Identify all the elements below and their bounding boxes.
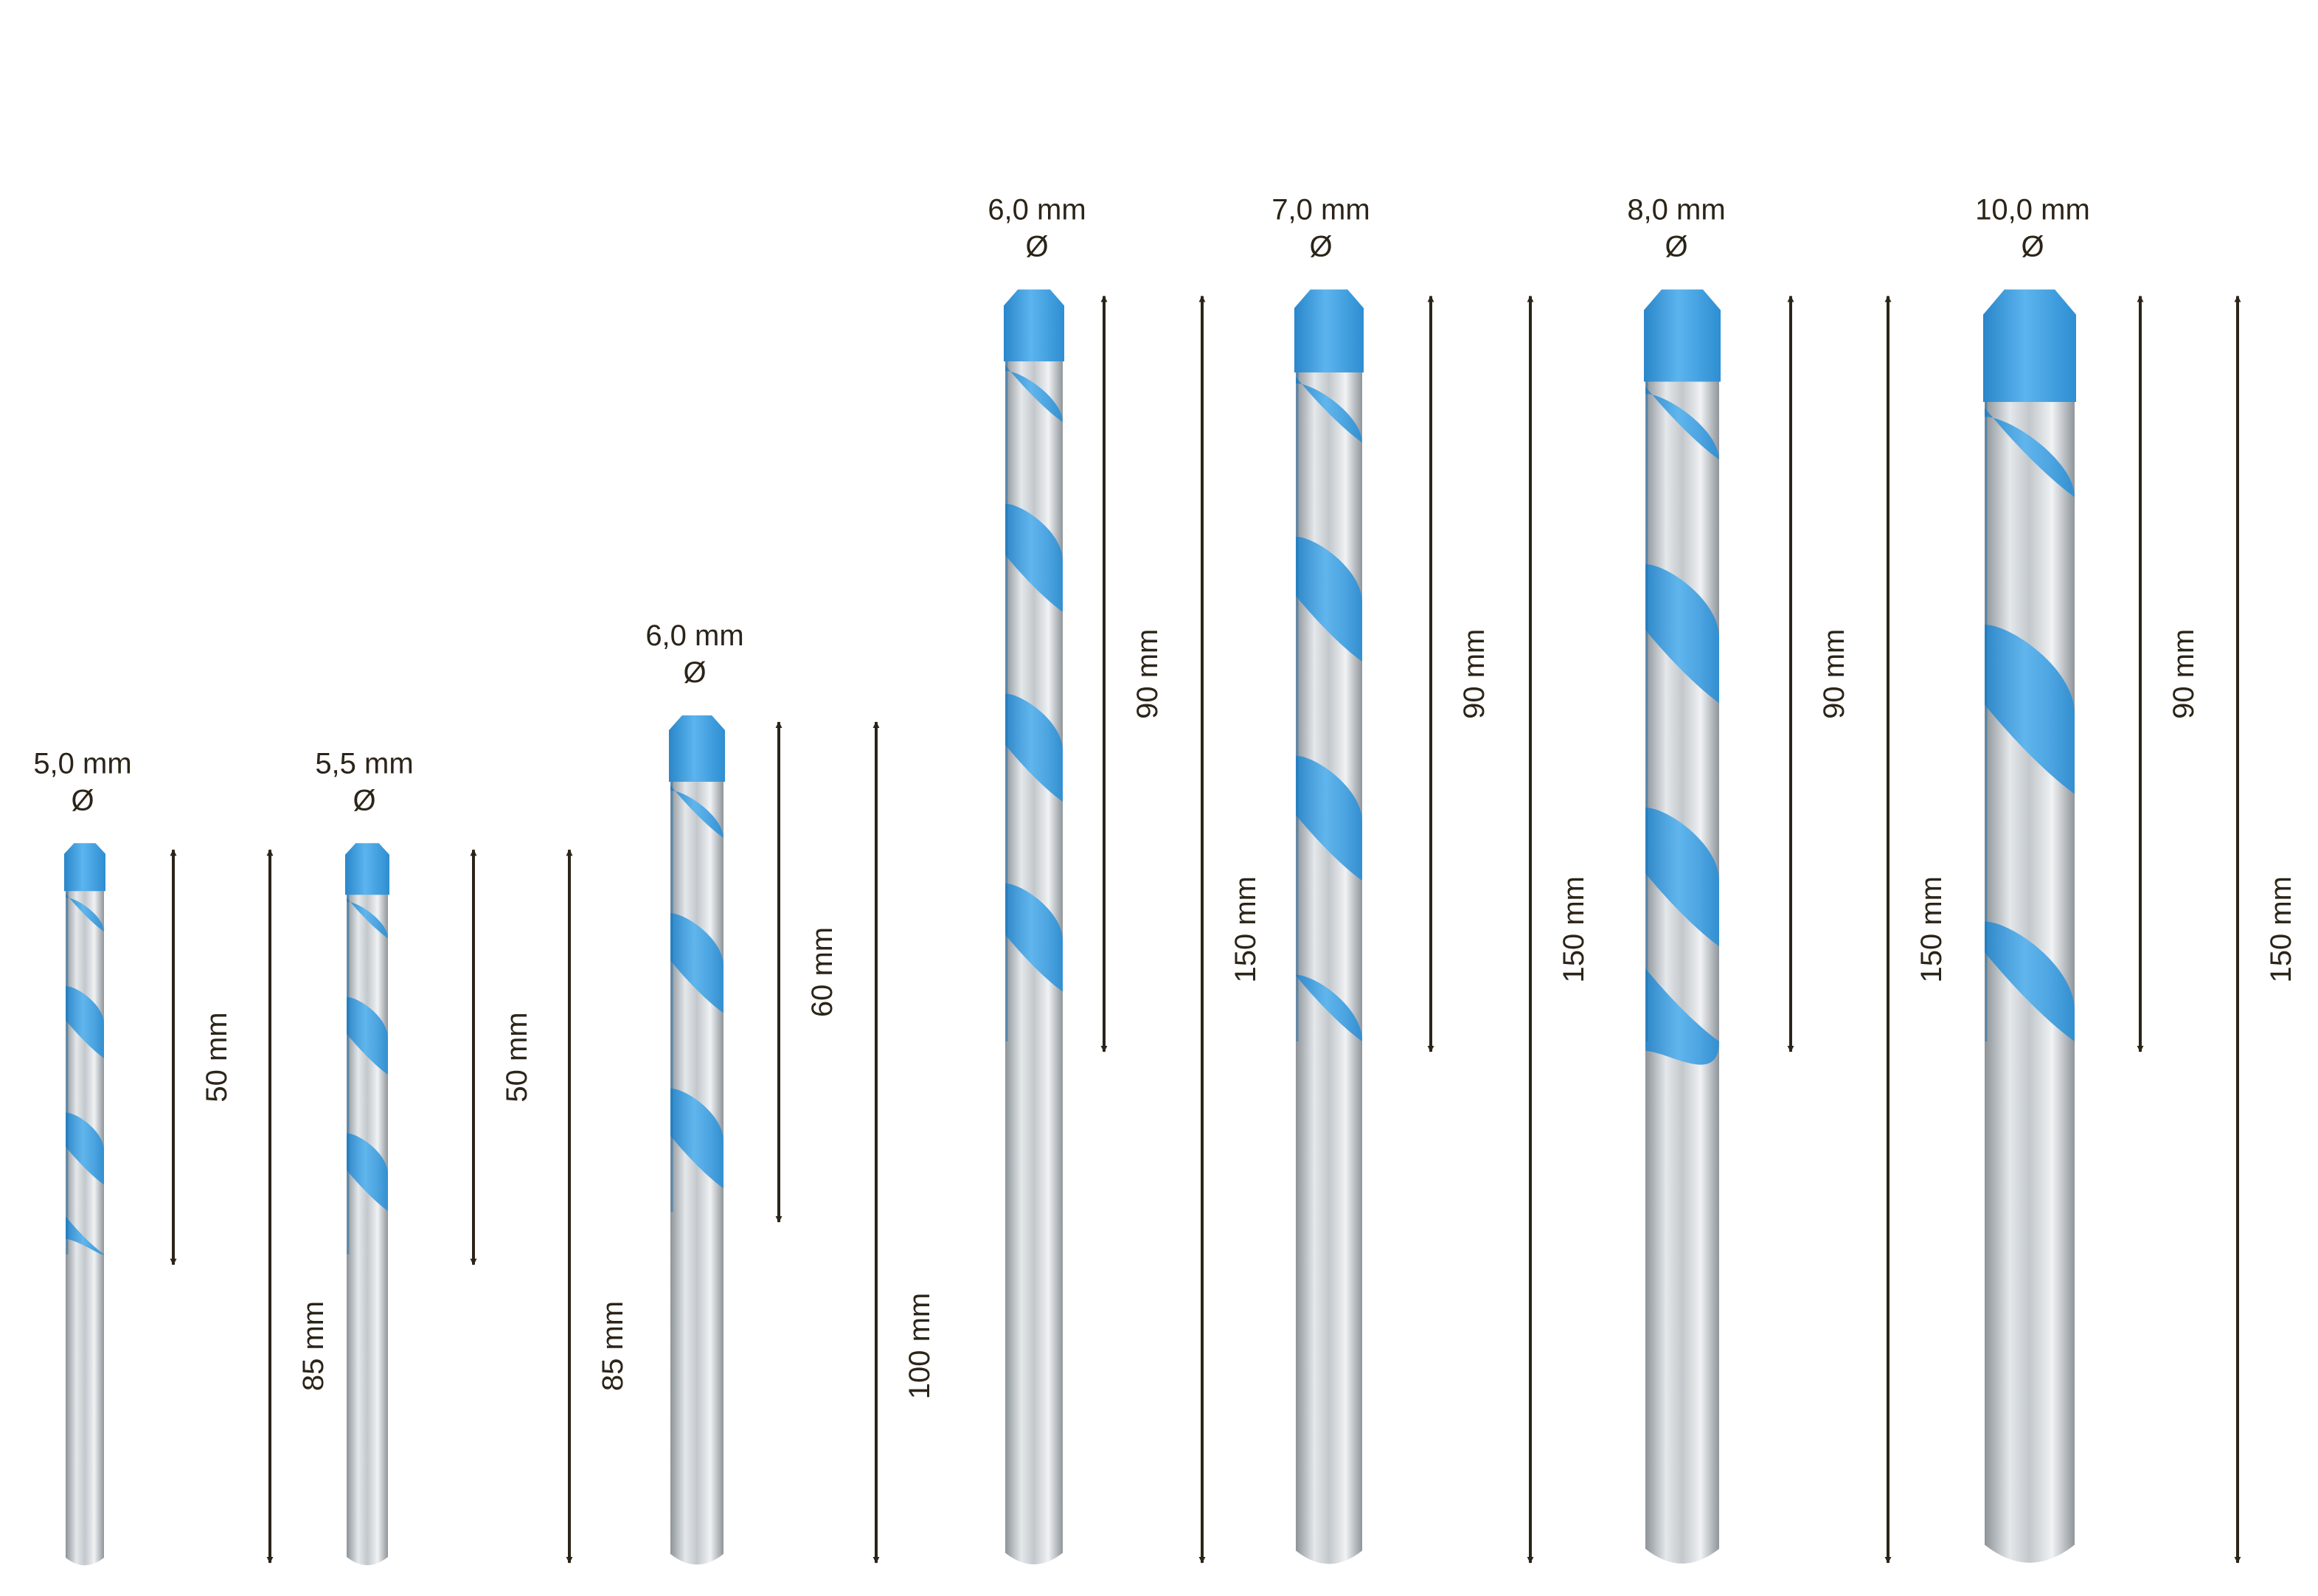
working-length-label: 90 mm	[1458, 629, 1491, 719]
spiral-flute	[347, 996, 388, 1075]
drill-bit-group: 8,0 mm Ø 90 mm 150 mm	[1627, 194, 1948, 1564]
spiral-flute	[1985, 624, 2075, 794]
carbide-tip	[1294, 289, 1364, 372]
working-length-label: 90 mm	[1818, 629, 1850, 719]
spiral-flute	[670, 1088, 723, 1189]
diameter-label: 5,0 mm	[33, 747, 131, 780]
diameter-label: 6,0 mm	[988, 194, 1086, 226]
total-length-label: 150 mm	[1558, 876, 1590, 983]
diameter-symbol: Ø	[683, 656, 706, 689]
diameter-symbol: Ø	[2021, 231, 2044, 263]
spiral-flute	[1296, 376, 1362, 443]
drill-shank	[1296, 319, 1362, 1564]
total-length-label: 150 mm	[2265, 876, 2297, 983]
spiral-flute	[347, 897, 388, 939]
spiral-flute	[1645, 386, 1719, 460]
drill-bit-group: 5,0 mm Ø 50 mm 85 mm	[33, 747, 330, 1566]
diameter-label: 7,0 mm	[1271, 194, 1370, 226]
working-length-label: 50 mm	[501, 1012, 533, 1102]
spiral-flute	[1005, 693, 1063, 802]
spiral-flute	[670, 913, 723, 1013]
spiral-flute	[1005, 504, 1063, 612]
working-length-label: 60 mm	[806, 927, 839, 1017]
carbide-tip	[345, 843, 389, 895]
spiral-flute	[1296, 536, 1362, 662]
diameter-symbol: Ø	[1309, 231, 1332, 263]
spiral-flute	[66, 893, 104, 932]
total-length-label: 150 mm	[1229, 876, 1262, 983]
spiral-flute	[670, 785, 723, 839]
drill-bit-group: 5,5 mm Ø 50 mm 85 mm	[315, 747, 629, 1566]
working-length-label: 90 mm	[2168, 629, 2200, 719]
diameter-label: 10,0 mm	[1975, 194, 2090, 226]
drill-shank	[347, 861, 388, 1566]
diameter-label: 8,0 mm	[1627, 194, 1725, 226]
drill-shank	[1645, 322, 1719, 1564]
drill-bit-group: 6,0 mm Ø 90 mm 150 mm	[988, 194, 1262, 1565]
carbide-tip	[669, 715, 725, 782]
diameter-symbol: Ø	[1025, 231, 1048, 263]
spiral-flute	[1005, 883, 1063, 992]
carbide-tip	[1004, 289, 1064, 361]
spiral-flute	[66, 1112, 104, 1185]
spiral-flute	[66, 985, 104, 1058]
spiral-flute	[1645, 564, 1719, 704]
spiral-flute	[1985, 921, 2075, 1041]
total-length-label: 100 mm	[903, 1293, 936, 1400]
drill-bit-group: 6,0 mm Ø 60 mm 100 mm	[645, 620, 936, 1565]
diameter-label: 6,0 mm	[645, 620, 743, 652]
spiral-flute	[1645, 968, 1719, 1065]
carbide-tip	[1983, 289, 2076, 402]
drill-bit-group: 10,0 mm Ø 90 mm 150 mm	[1975, 194, 2297, 1564]
diameter-label: 5,5 mm	[315, 747, 413, 780]
total-length-label: 85 mm	[297, 1301, 330, 1391]
total-length-label: 85 mm	[597, 1301, 629, 1391]
spiral-flute	[1985, 408, 2075, 497]
spiral-flute	[66, 1216, 104, 1255]
drill-shank	[66, 860, 104, 1566]
spiral-flute	[1296, 974, 1362, 1041]
drill-bit-group: 7,0 mm Ø 90 mm 150 mm	[1271, 194, 1590, 1564]
working-length-label: 90 mm	[1131, 629, 1164, 719]
diameter-symbol: Ø	[71, 784, 94, 816]
total-length-label: 150 mm	[1915, 876, 1948, 983]
diameter-symbol: Ø	[1665, 231, 1687, 263]
spiral-flute	[1645, 808, 1719, 947]
spiral-flute	[347, 1133, 388, 1211]
spiral-flute	[1296, 755, 1362, 881]
working-length-label: 50 mm	[201, 1012, 233, 1102]
carbide-tip	[64, 843, 105, 892]
diameter-symbol: Ø	[353, 784, 375, 816]
spiral-flute	[1005, 365, 1063, 423]
carbide-tip	[1644, 289, 1721, 382]
